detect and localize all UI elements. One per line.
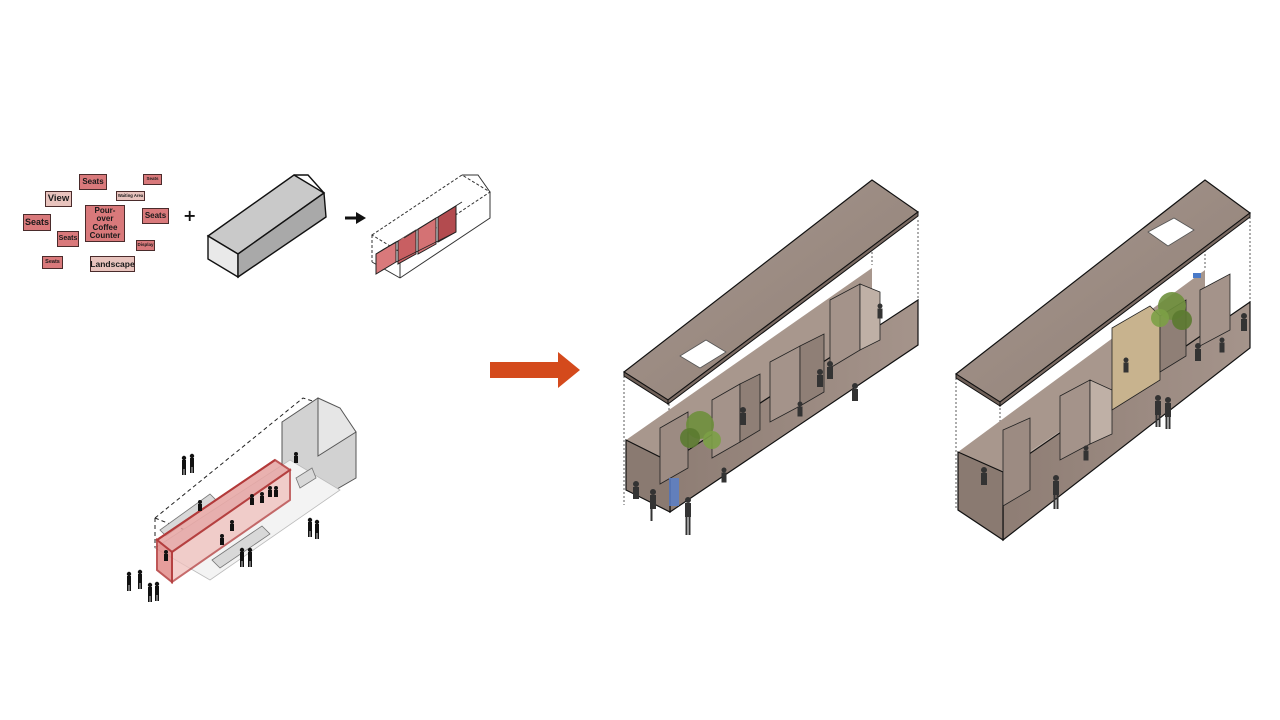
arrow-right-icon bbox=[345, 212, 366, 224]
people-silhouettes bbox=[126, 452, 320, 602]
blue-accent bbox=[1193, 273, 1201, 278]
big-arrow-icon bbox=[490, 352, 580, 388]
plus-symbol: + bbox=[183, 206, 197, 225]
program-tag-seats: Seats bbox=[57, 231, 79, 247]
program-tag-display: Display bbox=[136, 240, 155, 251]
program-tag-pour-over-coffee-counter: Pour-over Coffee Counter bbox=[85, 205, 125, 242]
exploded-axonometric-1 bbox=[622, 179, 920, 514]
program-tag-seats: Seats bbox=[143, 174, 162, 185]
occupant-silhouettes-1 bbox=[633, 303, 883, 535]
site-axonometric bbox=[154, 397, 357, 585]
program-tag-landscape: Landscape bbox=[90, 256, 135, 272]
exploded-axonometric-2 bbox=[954, 179, 1252, 542]
small-house-with-program bbox=[371, 174, 491, 279]
house-volume bbox=[206, 174, 327, 279]
program-tag-seats: Seats bbox=[142, 208, 169, 224]
program-tag-seats: Seats bbox=[79, 174, 107, 190]
program-tag-seats: Seats bbox=[23, 214, 51, 231]
program-tag-waiting-area: Waiting Area bbox=[116, 191, 145, 201]
program-tag-seats: Seats bbox=[42, 256, 63, 269]
occupant-silhouettes-2 bbox=[981, 313, 1247, 509]
program-tag-view: View bbox=[45, 191, 72, 207]
